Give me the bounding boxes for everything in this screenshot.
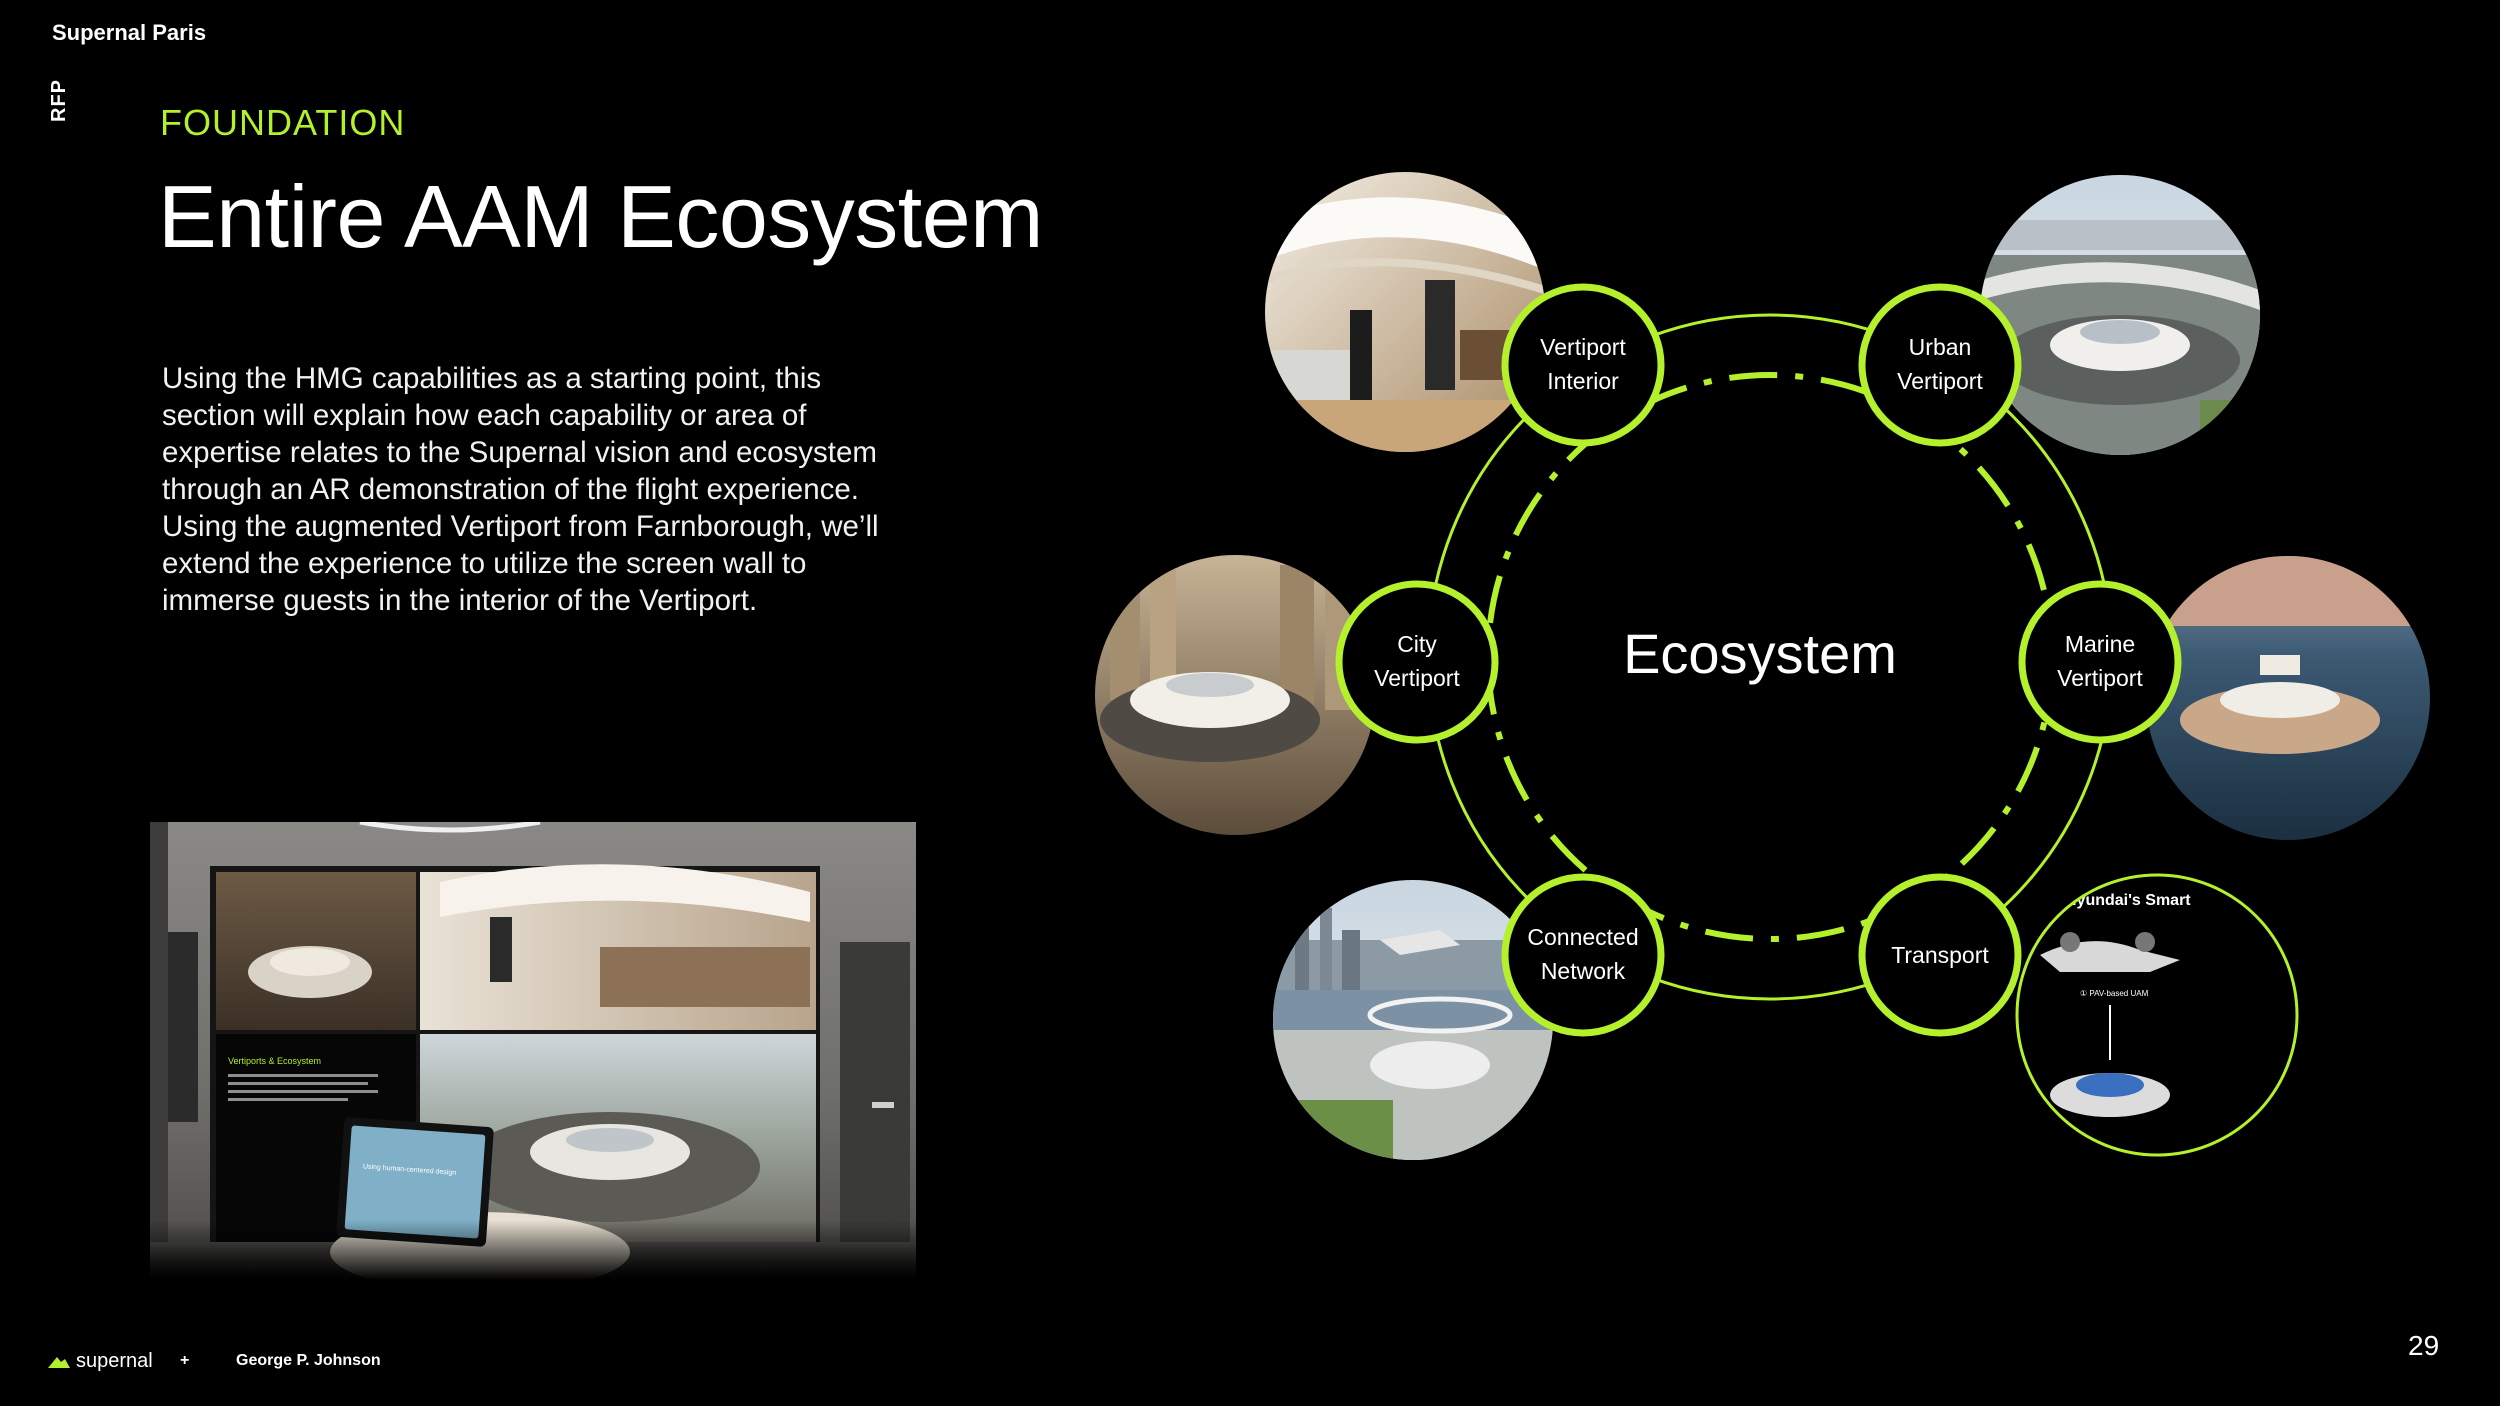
page-title: Entire AAM Ecosystem <box>158 167 1043 266</box>
svg-text:Interior: Interior <box>1547 368 1619 394</box>
svg-text:City: City <box>1397 631 1437 657</box>
svg-text:Vertiport: Vertiport <box>1897 368 1983 394</box>
body-copy: Using the HMG capabilities as a starting… <box>162 362 879 617</box>
node-marine-vertiport: Marine Vertiport <box>2018 580 2182 744</box>
svg-text:Network: Network <box>1541 958 1626 984</box>
panel-heading: Vertiports & Ecosystem <box>228 1056 321 1066</box>
installation-photo: Vertiports & Ecosystem Using human-cente… <box>150 822 916 1280</box>
brand-title: Supernal Paris <box>52 20 207 45</box>
node-urban-vertiport: Urban Vertiport <box>1858 283 2022 447</box>
node-connected-network: Connected Network <box>1501 873 1665 1037</box>
svg-text:Vertiport: Vertiport <box>1374 665 1460 691</box>
section-eyebrow: FOUNDATION <box>160 102 406 143</box>
partner-name: George P. Johnson <box>236 1352 381 1369</box>
photo-transport-infographic: Hyundai's Smart ① PAV-based UAM ② Hub <box>2017 875 2297 1155</box>
svg-text:Marine: Marine <box>2065 631 2135 657</box>
node-vertiport-interior: Vertiport Interior <box>1501 283 1665 447</box>
ecosystem-label: Ecosystem <box>1623 622 1897 685</box>
svg-text:Urban: Urban <box>1909 334 1972 360</box>
node-transport: Transport <box>1858 873 2022 1037</box>
inset-heading: Hyundai's Smart <box>2065 892 2191 909</box>
supernal-logo: supernal <box>48 1350 153 1373</box>
svg-text:Vertiport: Vertiport <box>2057 665 2143 691</box>
page-number: 29 <box>2408 1330 2440 1361</box>
logo-wordmark: supernal <box>76 1350 153 1372</box>
node-city-vertiport: City Vertiport <box>1335 580 1499 744</box>
footer-plus: + <box>180 1352 190 1369</box>
photo-marine-vertiport <box>2146 556 2430 840</box>
supernal-logo-icon <box>48 1356 70 1368</box>
svg-text:Transport: Transport <box>1891 942 1989 968</box>
ecosystem-diagram: Hyundai's Smart ① PAV-based UAM ② Hub <box>1095 172 2430 1160</box>
inset-label-pav: ① PAV-based UAM <box>2080 989 2149 998</box>
side-label: RFP <box>48 79 70 122</box>
svg-text:Vertiport: Vertiport <box>1540 334 1626 360</box>
photo-city-vertiport <box>1095 555 1375 835</box>
photo-urban-vertiport <box>1980 175 2260 455</box>
photo-vertiport-interior <box>1265 172 1545 452</box>
svg-text:Connected: Connected <box>1527 924 1638 950</box>
